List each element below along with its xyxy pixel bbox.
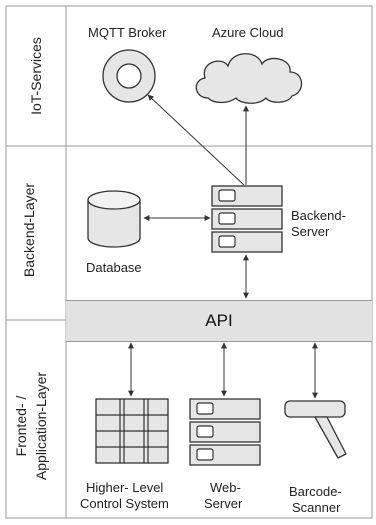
layer-label-iot: IoT-Services [28, 37, 44, 115]
backend-server-label-line2: Server [291, 224, 330, 239]
database-label: Database [86, 260, 142, 275]
barcode-scanner-icon [284, 400, 347, 459]
control-system-label-line1: Higher- Level [86, 480, 164, 495]
web-server-icon [189, 398, 261, 466]
backend-server-icon [211, 185, 283, 253]
cloud-icon [195, 53, 303, 104]
web-server-label-line2: Server [204, 496, 243, 511]
mqtt-broker-label: MQTT Broker [88, 25, 167, 40]
mqtt-broker-icon [102, 49, 156, 103]
control-system-icon [95, 398, 169, 464]
api-band: API [66, 300, 372, 342]
barcode-scanner-label-line1: Barcode- [289, 484, 342, 499]
diagram-frame [5, 5, 373, 519]
database-icon [87, 190, 141, 248]
control-system-label-line2: Control System [80, 496, 169, 511]
azure-cloud-label: Azure Cloud [212, 25, 284, 40]
layer-label-frontend-line2: Application-Layer [33, 371, 49, 481]
backend-server-label-line1: Backend- [291, 208, 346, 223]
web-server-label-line1: Web- [210, 480, 241, 495]
layer-label-backend: Backend-Layer [21, 182, 37, 278]
barcode-scanner-label-line2: Scanner [292, 500, 341, 515]
api-label: API [205, 311, 233, 330]
arrow-backend-to-mqtt [147, 94, 245, 186]
layer-label-frontend-line1: Fronted- / [13, 395, 29, 457]
